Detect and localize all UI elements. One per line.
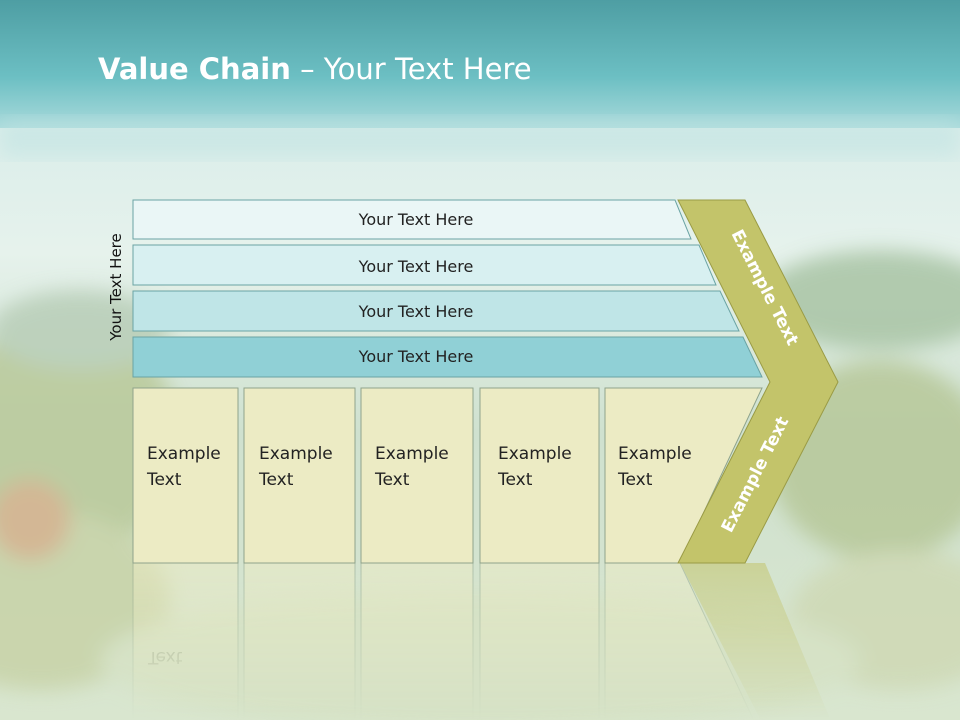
diagram-reflection: Text xyxy=(132,562,831,720)
reflected-label: Text xyxy=(147,647,183,667)
column-5-line1: Example xyxy=(618,444,692,464)
title-rest: – Your Text Here xyxy=(290,52,532,86)
column-2-line1: Example xyxy=(259,444,333,464)
band-1 xyxy=(132,199,692,240)
band-4-label: Your Text Here xyxy=(358,347,474,366)
band-2-label: Your Text Here xyxy=(358,257,474,276)
column-1 xyxy=(132,387,239,564)
side-label: Your Text Here xyxy=(107,233,125,341)
chevron-outline xyxy=(677,199,839,564)
column-3 xyxy=(360,387,474,564)
column-1-line2: Text xyxy=(146,470,182,490)
band-1-label: Your Text Here xyxy=(358,210,474,229)
column-3-line2: Text xyxy=(374,470,410,490)
column-2 xyxy=(243,387,356,564)
band-2 xyxy=(132,244,717,286)
column-4-line1: Example xyxy=(498,444,572,464)
column-4 xyxy=(479,387,600,564)
column-4-line2: Text xyxy=(497,470,533,490)
column-1-line1: Example xyxy=(147,444,221,464)
column-5-line2: Text xyxy=(617,470,653,490)
band-3-label: Your Text Here xyxy=(358,302,474,321)
column-3-line1: Example xyxy=(375,444,449,464)
band-4 xyxy=(132,336,763,378)
band-3 xyxy=(132,290,740,332)
title-bold: Value Chain xyxy=(98,52,291,86)
column-2-line2: Text xyxy=(258,470,294,490)
chevron-bottom xyxy=(678,382,838,563)
chevron-top xyxy=(678,200,838,382)
slide-title: Value Chain – Your Text Here xyxy=(98,52,532,86)
